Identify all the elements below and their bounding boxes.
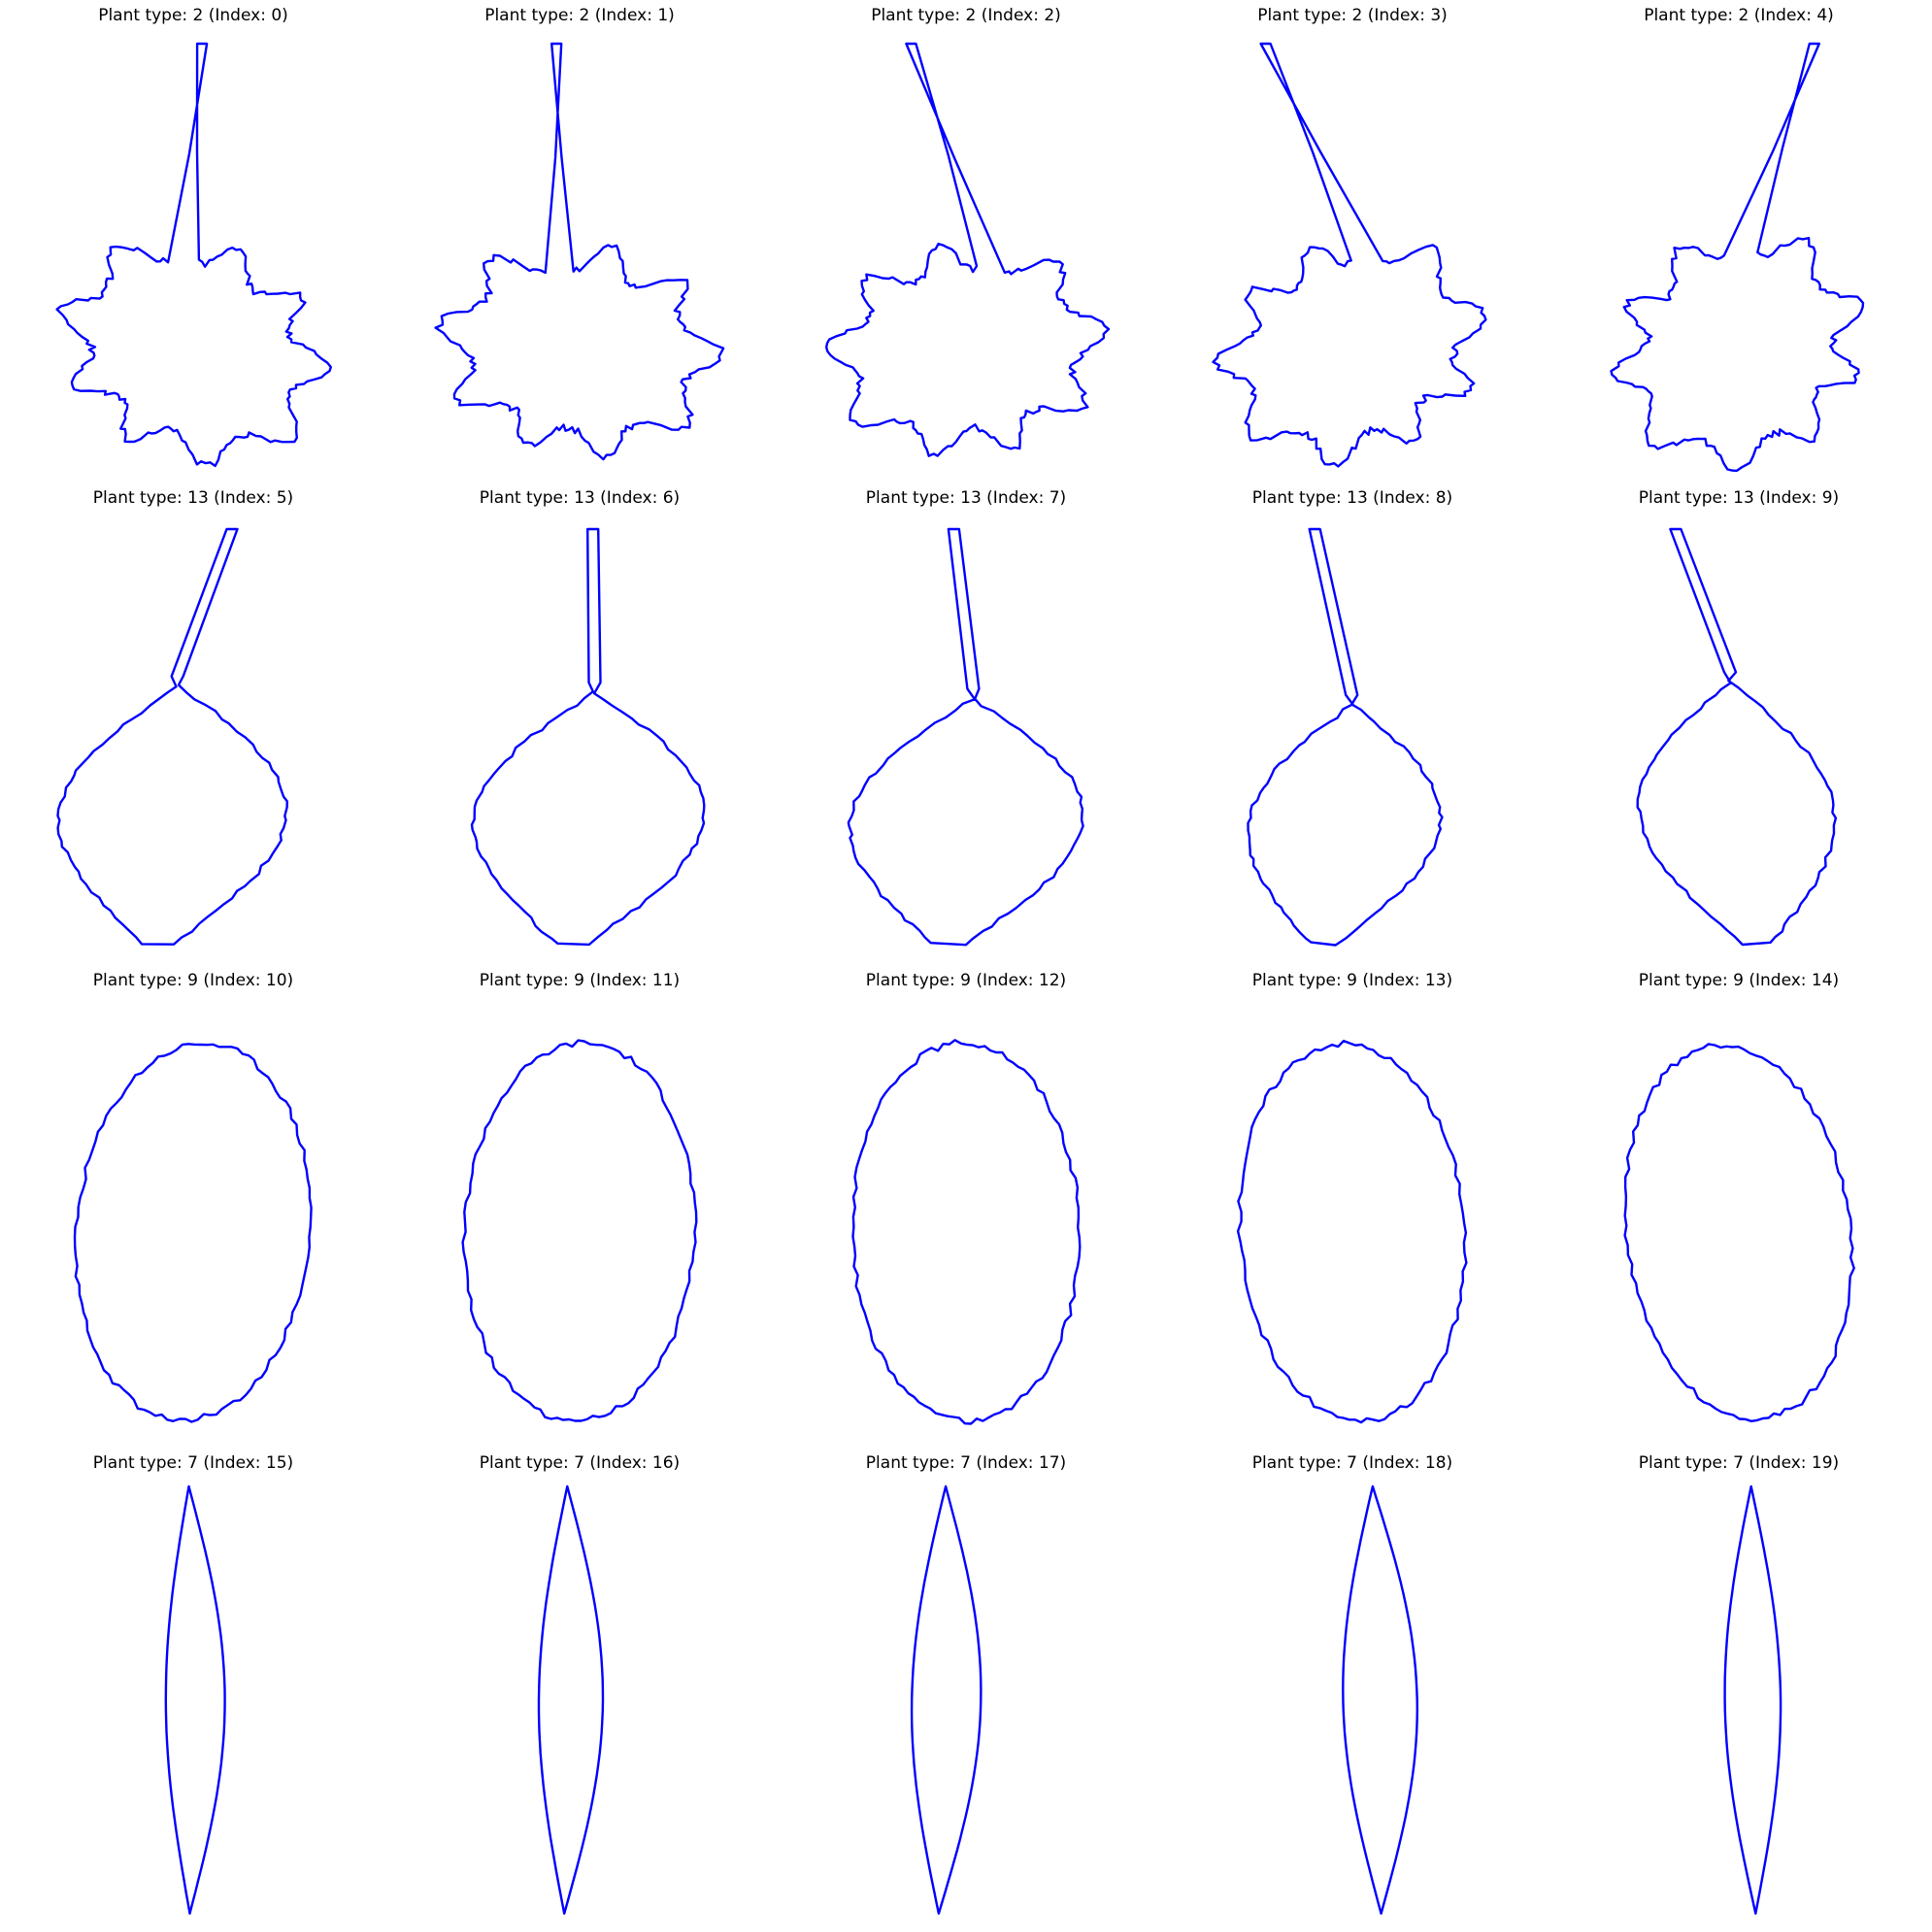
leaf-panel: Plant type: 2 (Index: 2): [773, 0, 1159, 483]
leaf-outline: [1636, 527, 1838, 947]
leaf-outline-canvas: [1236, 1039, 1468, 1424]
leaf-panel: Plant type: 7 (Index: 18): [1159, 1448, 1546, 1930]
leaf-outline: [910, 1484, 983, 1915]
panel-title: Plant type: 9 (Index: 11): [479, 971, 681, 990]
leaf-outline-canvas: [537, 1484, 605, 1915]
panel-title: Plant type: 13 (Index: 7): [865, 488, 1067, 508]
leaf-outline-canvas: [1342, 1484, 1418, 1915]
leaf-outline: [55, 42, 332, 468]
panel-title: Plant type: 2 (Index: 4): [1644, 6, 1834, 25]
leaf-outline-canvas: [1636, 527, 1838, 947]
leaf-outline-canvas: [851, 1039, 1082, 1425]
leaf-outline-canvas: [1610, 42, 1865, 473]
leaf-panel: Plant type: 13 (Index: 5): [0, 483, 386, 965]
leaf-panel: Plant type: 2 (Index: 1): [386, 0, 773, 483]
leaf-outline: [461, 1039, 698, 1422]
panel-title: Plant type: 7 (Index: 17): [865, 1453, 1067, 1473]
leaf-outline-canvas: [56, 527, 288, 946]
leaf-outline-canvas: [910, 1484, 983, 1915]
panel-title: Plant type: 2 (Index: 1): [484, 6, 675, 25]
leaf-outline: [851, 1039, 1082, 1425]
panel-title: Plant type: 9 (Index: 10): [92, 971, 294, 990]
leaf-outline: [1623, 1043, 1855, 1422]
leaf-outline: [537, 1484, 605, 1915]
leaf-panel: Plant type: 7 (Index: 17): [773, 1448, 1159, 1930]
leaf-outline-canvas: [470, 527, 706, 947]
leaf-panel: Plant type: 7 (Index: 16): [386, 1448, 773, 1930]
leaf-outline: [847, 527, 1084, 947]
panel-title: Plant type: 7 (Index: 18): [1251, 1453, 1453, 1473]
leaf-outline-canvas: [461, 1039, 698, 1422]
leaf-panel: Plant type: 9 (Index: 11): [386, 965, 773, 1448]
leaf-outline: [1610, 42, 1865, 473]
leaf-panel: Plant type: 13 (Index: 6): [386, 483, 773, 965]
leaf-outline-canvas: [1723, 1484, 1782, 1915]
panel-title: Plant type: 2 (Index: 0): [98, 6, 288, 25]
leaf-outline: [434, 42, 725, 461]
leaf-outline-canvas: [847, 527, 1084, 947]
leaf-outline: [470, 527, 706, 947]
leaf-outline: [1723, 1484, 1782, 1915]
leaf-panel: Plant type: 13 (Index: 8): [1159, 483, 1546, 965]
leaf-outline: [1212, 42, 1487, 468]
panel-title: Plant type: 13 (Index: 9): [1638, 488, 1840, 508]
leaf-panel: Plant type: 9 (Index: 13): [1159, 965, 1546, 1448]
leaf-panel: Plant type: 13 (Index: 7): [773, 483, 1159, 965]
leaf-outline: [825, 42, 1111, 457]
leaf-outline-canvas: [1247, 527, 1444, 947]
panel-title: Plant type: 13 (Index: 8): [1251, 488, 1453, 508]
leaf-panel: Plant type: 7 (Index: 19): [1546, 1448, 1932, 1930]
leaf-outline-canvas: [1212, 42, 1487, 468]
leaf-outline-canvas: [825, 42, 1111, 457]
panel-title: Plant type: 7 (Index: 15): [92, 1453, 294, 1473]
leaf-outline: [1247, 527, 1444, 947]
panel-title: Plant type: 9 (Index: 14): [1638, 971, 1840, 990]
leaf-outline: [56, 527, 288, 946]
panel-title: Plant type: 2 (Index: 3): [1257, 6, 1448, 25]
panel-title: Plant type: 13 (Index: 5): [92, 488, 294, 508]
leaf-panel: Plant type: 2 (Index: 3): [1159, 0, 1546, 483]
leaf-outline-canvas: [434, 42, 725, 461]
panel-title: Plant type: 9 (Index: 13): [1251, 971, 1453, 990]
leaf-panel: Plant type: 9 (Index: 12): [773, 965, 1159, 1448]
leaf-panel: Plant type: 9 (Index: 14): [1546, 965, 1932, 1448]
panel-title: Plant type: 7 (Index: 19): [1638, 1453, 1840, 1473]
leaf-outline: [164, 1484, 226, 1915]
leaf-panel: Plant type: 2 (Index: 0): [0, 0, 386, 483]
leaf-outline-canvas: [55, 42, 332, 468]
leaf-outline: [1236, 1039, 1468, 1424]
leaf-outline: [1342, 1484, 1418, 1915]
panel-title: Plant type: 7 (Index: 16): [479, 1453, 681, 1473]
leaf-outline-canvas: [164, 1484, 226, 1915]
leaf-outline-canvas: [1623, 1043, 1855, 1422]
panel-title: Plant type: 2 (Index: 2): [871, 6, 1061, 25]
panel-title: Plant type: 9 (Index: 12): [865, 971, 1067, 990]
leaf-panel: Plant type: 7 (Index: 15): [0, 1448, 386, 1930]
leaf-panel: Plant type: 2 (Index: 4): [1546, 0, 1932, 483]
leaf-panel: Plant type: 13 (Index: 9): [1546, 483, 1932, 965]
panel-title: Plant type: 13 (Index: 6): [479, 488, 681, 508]
leaf-outline-canvas: [73, 1043, 313, 1423]
leaf-outline: [73, 1043, 313, 1423]
leaf-panel: Plant type: 9 (Index: 10): [0, 965, 386, 1448]
